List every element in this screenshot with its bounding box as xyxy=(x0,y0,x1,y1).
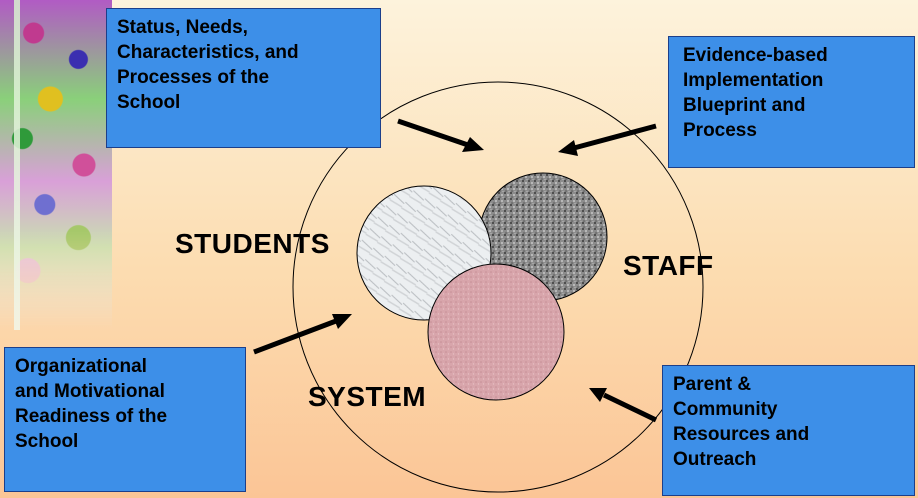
box-line: Community xyxy=(673,399,778,420)
box-line: Processes of the xyxy=(117,67,270,88)
school-status-box: Status, Needs, Characteristics, and Proc… xyxy=(106,8,381,148)
arrow-top-left xyxy=(397,118,469,148)
box-line: Outreach xyxy=(673,449,757,470)
box-line: School xyxy=(15,431,79,452)
box-line: Status, Needs, xyxy=(117,17,248,38)
decorative-side-strip xyxy=(0,0,112,498)
box-line: Blueprint and xyxy=(683,95,806,116)
arrow-bottom-right-head xyxy=(589,388,607,402)
arrow-top-right-head xyxy=(558,140,578,156)
arrow-bottom-right xyxy=(602,392,658,423)
arrow-top-left-head xyxy=(462,137,484,152)
arrow-bottom-left-head xyxy=(332,314,352,329)
box-line: Implementation xyxy=(683,70,824,91)
box-line: Organizational xyxy=(15,356,147,377)
implementation-blueprint-box: Evidence-based Implementation Blueprint … xyxy=(668,36,915,168)
box-line: School xyxy=(117,92,181,113)
decorative-line xyxy=(14,0,20,330)
outer-circle xyxy=(292,81,704,493)
box-line: Characteristics, and xyxy=(117,42,299,63)
box-line: and Motivational xyxy=(15,381,165,402)
box-line: Parent & xyxy=(673,374,752,395)
students-label: STUDENTS xyxy=(175,228,330,259)
arrow-bottom-left xyxy=(253,318,337,355)
box-line: Evidence-based xyxy=(683,45,828,66)
box-line: Process xyxy=(683,120,757,141)
community-resources-box: Parent & Community Resources and Outreac… xyxy=(662,365,915,496)
arrow-top-right xyxy=(573,123,657,151)
system-circle xyxy=(427,263,565,401)
staff-label: STAFF xyxy=(623,250,714,281)
organizational-readiness-box: Organizational and Motivational Readines… xyxy=(4,347,246,492)
box-line: Readiness of the xyxy=(15,406,168,427)
box-line: Resources and xyxy=(673,424,810,445)
system-label: SYSTEM xyxy=(308,381,427,412)
arrows xyxy=(253,118,658,423)
